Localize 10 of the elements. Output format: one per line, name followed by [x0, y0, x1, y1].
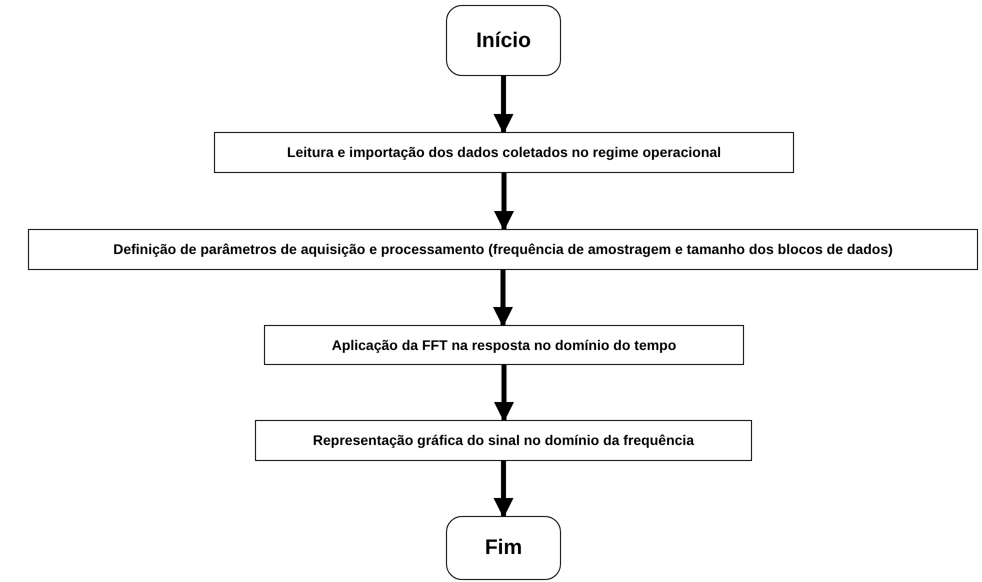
process-box: Leitura e importação dos dados coletados no regime operacional: [214, 132, 794, 173]
arrow: [494, 461, 514, 518]
process-box: Definição de parâmetros de aquisição e processamento (frequência de amostragem e tamanho dos blocos de dados): [28, 229, 978, 270]
terminal-box: Fim: [446, 516, 561, 580]
arrow: [494, 173, 514, 231]
process-box: Representação gráfica do sinal no domínio da frequência: [255, 420, 752, 461]
arrow: [493, 270, 513, 327]
terminal-box: Início: [446, 5, 561, 76]
process-box: Aplicação da FFT na resposta no domínio do tempo: [264, 325, 744, 365]
arrow: [494, 76, 514, 134]
